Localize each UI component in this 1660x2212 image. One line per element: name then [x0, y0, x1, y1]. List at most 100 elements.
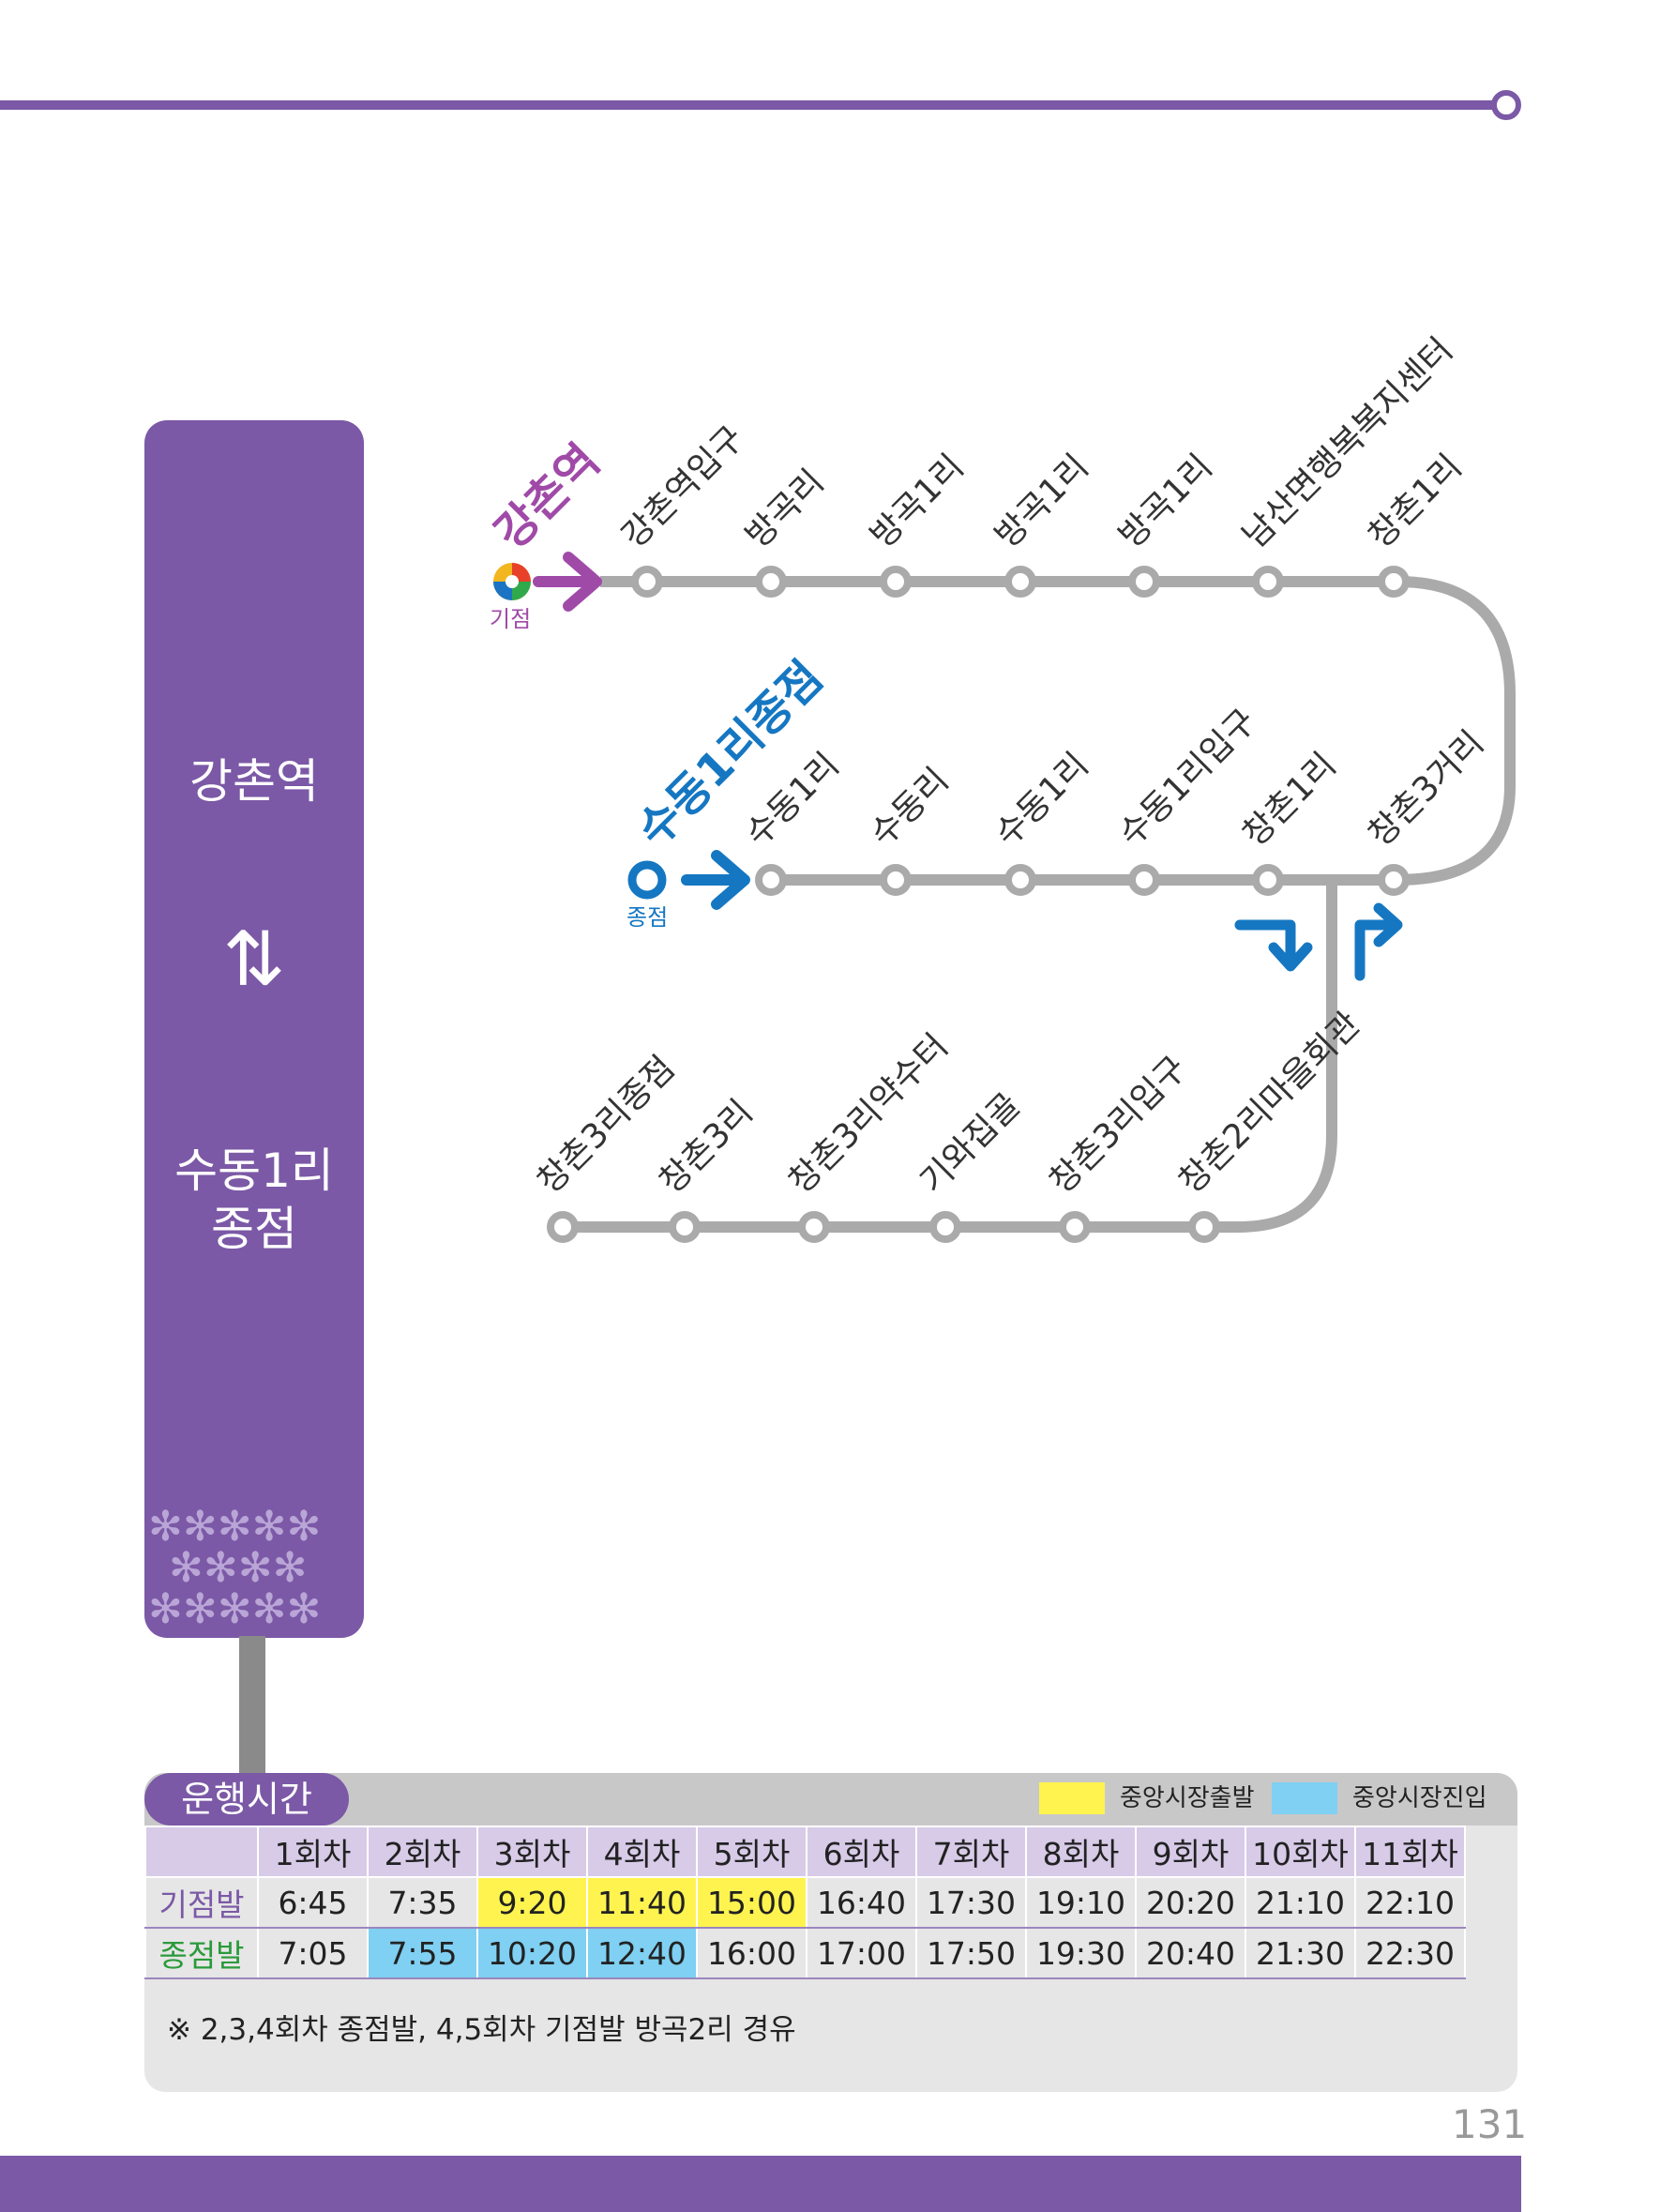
header-rule — [0, 100, 1501, 110]
page-number: 131 — [1452, 2101, 1528, 2147]
timetable-cell: 15:00 — [696, 1876, 807, 1929]
timetable-cell: 11:40 — [586, 1876, 698, 1929]
sidebar-dest-line2: 종점 — [211, 1202, 297, 1256]
timetable-cell: 17:00 — [806, 1927, 917, 1979]
timetable-col-header: 7회차 — [915, 1826, 1027, 1878]
stop-marker — [669, 1211, 701, 1243]
stop-label: 창촌1리 — [1361, 447, 1469, 555]
stop-label: 기와집골 — [913, 1086, 1028, 1202]
legend-label-departure: 중앙시장출발 — [1120, 1784, 1255, 1812]
timetable-col-header: 3회차 — [476, 1826, 588, 1878]
stop-marker — [880, 864, 912, 896]
stop-marker — [929, 1211, 961, 1243]
route-sidebar: 강촌역 ⇅ 수동1리 종점 ✻✻✻✻✻ ✻✻✻✻ ✻✻✻✻✻ — [144, 420, 364, 1638]
timetable-cell: 17:30 — [915, 1876, 1027, 1929]
sidebar-origin: 강촌역 — [189, 754, 319, 809]
timetable-cell: 20:40 — [1135, 1927, 1246, 1979]
start-badge: 기점 — [490, 606, 531, 632]
schedule-note: ※ 2,3,4회차 종점발, 4,5회차 기점발 방곡2리 경유 — [167, 2013, 796, 2047]
timetable-header-row: 1회차 2회차 3회차 4회차 5회차 6회차 7회차 8회차 9회차 10회차… — [144, 1826, 1466, 1878]
end-marker — [627, 860, 667, 900]
end-arrow-icon — [681, 850, 750, 910]
stop-marker — [755, 566, 787, 598]
stop-marker — [1378, 566, 1410, 598]
timetable-cell: 10:20 — [476, 1927, 588, 1979]
stop-marker — [880, 566, 912, 598]
timetable-col-header: 8회차 — [1025, 1826, 1137, 1878]
start-marker — [493, 563, 531, 600]
stop-label: 방곡리 — [738, 462, 831, 555]
stop-marker — [1252, 566, 1284, 598]
timetable-cell: 20:20 — [1135, 1876, 1246, 1929]
legend-swatch-departure — [1039, 1782, 1105, 1814]
timetable-cell: 16:00 — [696, 1927, 807, 1979]
stop-label: 수동1리 — [988, 746, 1095, 854]
timetable-cell: 16:40 — [806, 1876, 917, 1929]
timetable-col-header: 4회차 — [586, 1826, 698, 1878]
timetable-cell: 6:45 — [257, 1876, 369, 1929]
schedule-title: 운행시간 — [144, 1773, 349, 1826]
end-badge: 종점 — [626, 904, 668, 931]
stop-marker — [798, 1211, 830, 1243]
stop-label: 방곡1리 — [1111, 447, 1219, 555]
timetable-col-header: 6회차 — [806, 1826, 917, 1878]
stop-marker — [631, 566, 663, 598]
stop-label: 창촌3리입구 — [1042, 1049, 1194, 1201]
timetable-cell: 7:55 — [367, 1927, 478, 1979]
timetable-row-label: 종점발 — [144, 1927, 259, 1979]
timetable-col-header: 5회차 — [696, 1826, 807, 1878]
turn-up-arrow-icon — [1354, 902, 1403, 981]
stop-marker — [1252, 864, 1284, 896]
stop-label: 방곡1리 — [863, 447, 971, 555]
stop-label: 창촌1리 — [1235, 746, 1343, 854]
start-station-label: 강촌역 — [485, 434, 610, 559]
timetable-col-header: 11회차 — [1354, 1826, 1466, 1878]
stop-marker — [1059, 1211, 1091, 1243]
stop-label: 남산면행복복지센터 — [1235, 331, 1460, 556]
stop-label: 창촌3거리 — [1361, 723, 1491, 854]
stop-marker — [1188, 1211, 1220, 1243]
footer-bar — [0, 2156, 1521, 2212]
stop-label: 방곡1리 — [988, 447, 1095, 555]
route-track-upper — [600, 576, 1516, 886]
timetable-col-header: 2회차 — [367, 1826, 478, 1878]
route-track-lower — [563, 880, 1337, 1233]
sidebar-dest-line1: 수동1리 — [174, 1144, 334, 1198]
stop-marker — [755, 864, 787, 896]
timetable-cell: 17:50 — [915, 1927, 1027, 1979]
stop-label: 강촌역입구 — [614, 418, 751, 555]
stop-marker — [1004, 864, 1036, 896]
stop-marker — [1128, 566, 1160, 598]
timetable-col-header: 9회차 — [1135, 1826, 1246, 1878]
timetable-cell: 9:20 — [476, 1876, 588, 1929]
header-rule-end-dot — [1491, 90, 1521, 120]
timetable-cell: 21:10 — [1245, 1876, 1356, 1929]
timetable-cell: 22:10 — [1354, 1876, 1466, 1929]
stop-label: 창촌2리마을회관 — [1171, 1005, 1367, 1201]
timetable-cell: 22:30 — [1354, 1927, 1466, 1979]
legend-swatch-entry — [1272, 1782, 1337, 1814]
timetable-cell: 7:05 — [257, 1927, 369, 1979]
timetable-cell: 21:30 — [1245, 1927, 1356, 1979]
stop-marker — [547, 1211, 579, 1243]
stop-label: 창촌3리 — [652, 1093, 760, 1201]
start-arrow-icon — [533, 552, 602, 612]
timetable-corner-cell — [144, 1826, 259, 1878]
legend-label-entry: 중앙시장진입 — [1352, 1784, 1487, 1812]
stop-marker — [1378, 864, 1410, 896]
stop-marker — [1128, 864, 1160, 896]
timetable-col-header: 10회차 — [1245, 1826, 1356, 1878]
timetable-cell: 19:10 — [1025, 1876, 1137, 1929]
sidebar-stem — [239, 1636, 265, 1775]
bidirectional-arrow-icon: ⇅ — [222, 916, 286, 1003]
timetable-cell: 19:30 — [1025, 1927, 1137, 1979]
sidebar-flower-pattern: ✻✻✻✻✻ ✻✻✻✻ ✻✻✻✻✻ — [148, 1503, 322, 1633]
turn-down-arrow-icon — [1234, 919, 1313, 972]
timetable-cell: 7:35 — [367, 1876, 478, 1929]
stop-label: 수동리 — [863, 761, 956, 854]
end-station-label: 수동1리종점 — [627, 651, 833, 856]
